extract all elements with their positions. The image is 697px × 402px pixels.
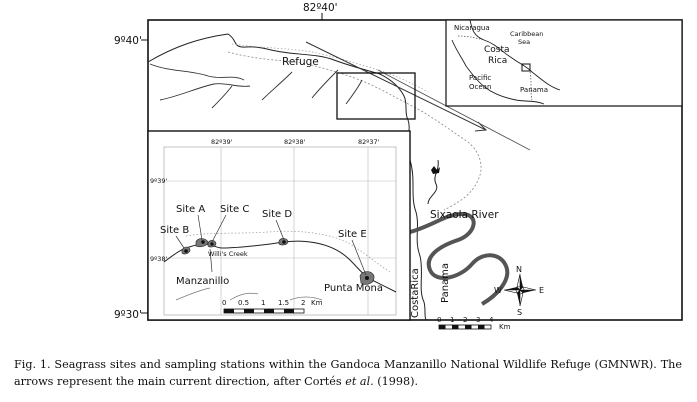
main-scale-tick-4: 4 <box>489 316 494 324</box>
caption-suffix: (1998). <box>373 375 419 388</box>
islet-mark <box>431 166 440 174</box>
inset-caribbean-2: Sea <box>518 38 530 46</box>
detail-inland-line <box>175 287 323 301</box>
site-c-station <box>210 242 214 246</box>
compass-s: S <box>517 308 522 317</box>
inset-caribbean-1: Caribbean <box>510 30 543 38</box>
current-arrow-2-line <box>377 69 531 151</box>
refuge-label: Refuge <box>282 56 319 68</box>
compass-w: W <box>494 286 502 295</box>
site-b-station <box>184 249 188 253</box>
reef-outline-main <box>227 51 482 211</box>
current-arrow-1-head <box>474 121 488 132</box>
river-main-6 <box>345 79 363 105</box>
detail-map-frame <box>147 130 411 321</box>
detail-scale-tick-0: 0 <box>222 299 226 307</box>
inset-coast-pacific <box>451 39 545 105</box>
site-a-label: Site A <box>176 204 205 215</box>
river-main-5 <box>311 69 339 99</box>
site-c-leader <box>211 214 227 243</box>
costa-rica-label: CostaRica <box>410 268 421 318</box>
figure-caption: Fig. 1. Seagrass sites and sampling stat… <box>14 356 682 390</box>
detail-scale-tick-2: 1 <box>261 299 265 307</box>
inset-costa-1: Costa <box>484 45 510 55</box>
site-a-station <box>201 240 205 244</box>
current-arrow-1-line <box>305 41 487 131</box>
top-longitude-label: 82º40' <box>303 2 338 14</box>
manzanillo-leader <box>209 248 213 273</box>
site-d-station <box>282 240 286 244</box>
inset-costa-2: Rica <box>488 56 507 66</box>
river-main-2 <box>159 83 251 101</box>
main-scale-bar <box>438 324 492 330</box>
site-d-label: Site D <box>262 209 292 220</box>
site-d-leader <box>275 219 285 241</box>
detail-lat-2: 9º38' <box>150 255 167 263</box>
compass-e: E <box>539 286 544 295</box>
river-main-1 <box>149 63 245 81</box>
detail-grid <box>164 147 396 315</box>
site-e-label: Site E <box>338 229 367 240</box>
main-scale-tick-1: 1 <box>450 316 454 324</box>
detail-reef-line <box>185 230 391 273</box>
border-line <box>427 159 439 205</box>
enlarged-area-box <box>336 72 416 120</box>
site-b-leader <box>175 235 185 249</box>
caption-emph: et al. <box>345 375 374 388</box>
detail-lat-1: 9º39' <box>150 177 167 185</box>
main-scale-tick-0: 0 <box>437 316 441 324</box>
inset-study-area-box <box>521 63 531 72</box>
inset-nicaragua: Nicaragua <box>454 24 490 32</box>
detail-scale-tick-4: 2 <box>301 299 305 307</box>
detail-lon-3: 82º37' <box>358 138 380 146</box>
site-c-label: Site C <box>220 204 249 215</box>
manzanillo-label: Manzanillo <box>176 276 229 287</box>
inset-border-nic <box>457 35 485 41</box>
detail-lon-2: 82º38' <box>284 138 306 146</box>
willis-creek-label: Willi's Creek <box>208 250 248 258</box>
inset-panama: Panama <box>520 86 548 94</box>
detail-scale-tick-1: 0.5 <box>238 299 249 307</box>
main-scale-unit: Km <box>499 323 511 331</box>
site-a-leader <box>197 214 203 241</box>
punta-mona-label: Punta Mona <box>324 283 383 294</box>
river-main-4 <box>261 71 293 101</box>
site-b-label: Site B <box>160 225 189 236</box>
sixaola-river <box>409 211 510 306</box>
compass-n: N <box>516 265 522 274</box>
reef-outline-main-2 <box>231 43 429 93</box>
detail-lon-1: 82º39' <box>211 138 233 146</box>
detail-scale-tick-3: 1.5 <box>278 299 289 307</box>
detail-scale-bar <box>223 308 305 314</box>
detail-scale-unit: Km <box>311 299 323 307</box>
coastline-main <box>147 33 427 321</box>
lat-label-top: 9º40' <box>114 35 142 47</box>
inset-pacific-1: Pacific <box>469 74 491 82</box>
inset-coast-caribbean <box>469 19 561 91</box>
panama-label: Panama <box>440 263 451 303</box>
site-e-leader <box>351 239 367 276</box>
main-scale-tick-3: 3 <box>476 316 480 324</box>
sixaola-river-label: Sixaola River <box>430 209 499 221</box>
main-scale-tick-2: 2 <box>463 316 467 324</box>
compass-rose <box>503 273 537 307</box>
site-e-station <box>365 276 369 280</box>
inset-pacific-2: Ocean <box>469 83 491 91</box>
river-main-3 <box>211 85 233 109</box>
detail-grid-border <box>163 146 397 316</box>
inset-map-frame <box>445 19 683 107</box>
lat-label-bottom: 9º30' <box>114 309 142 321</box>
caption-prefix: Fig. 1. Seagrass sites and sampling stat… <box>14 358 682 388</box>
